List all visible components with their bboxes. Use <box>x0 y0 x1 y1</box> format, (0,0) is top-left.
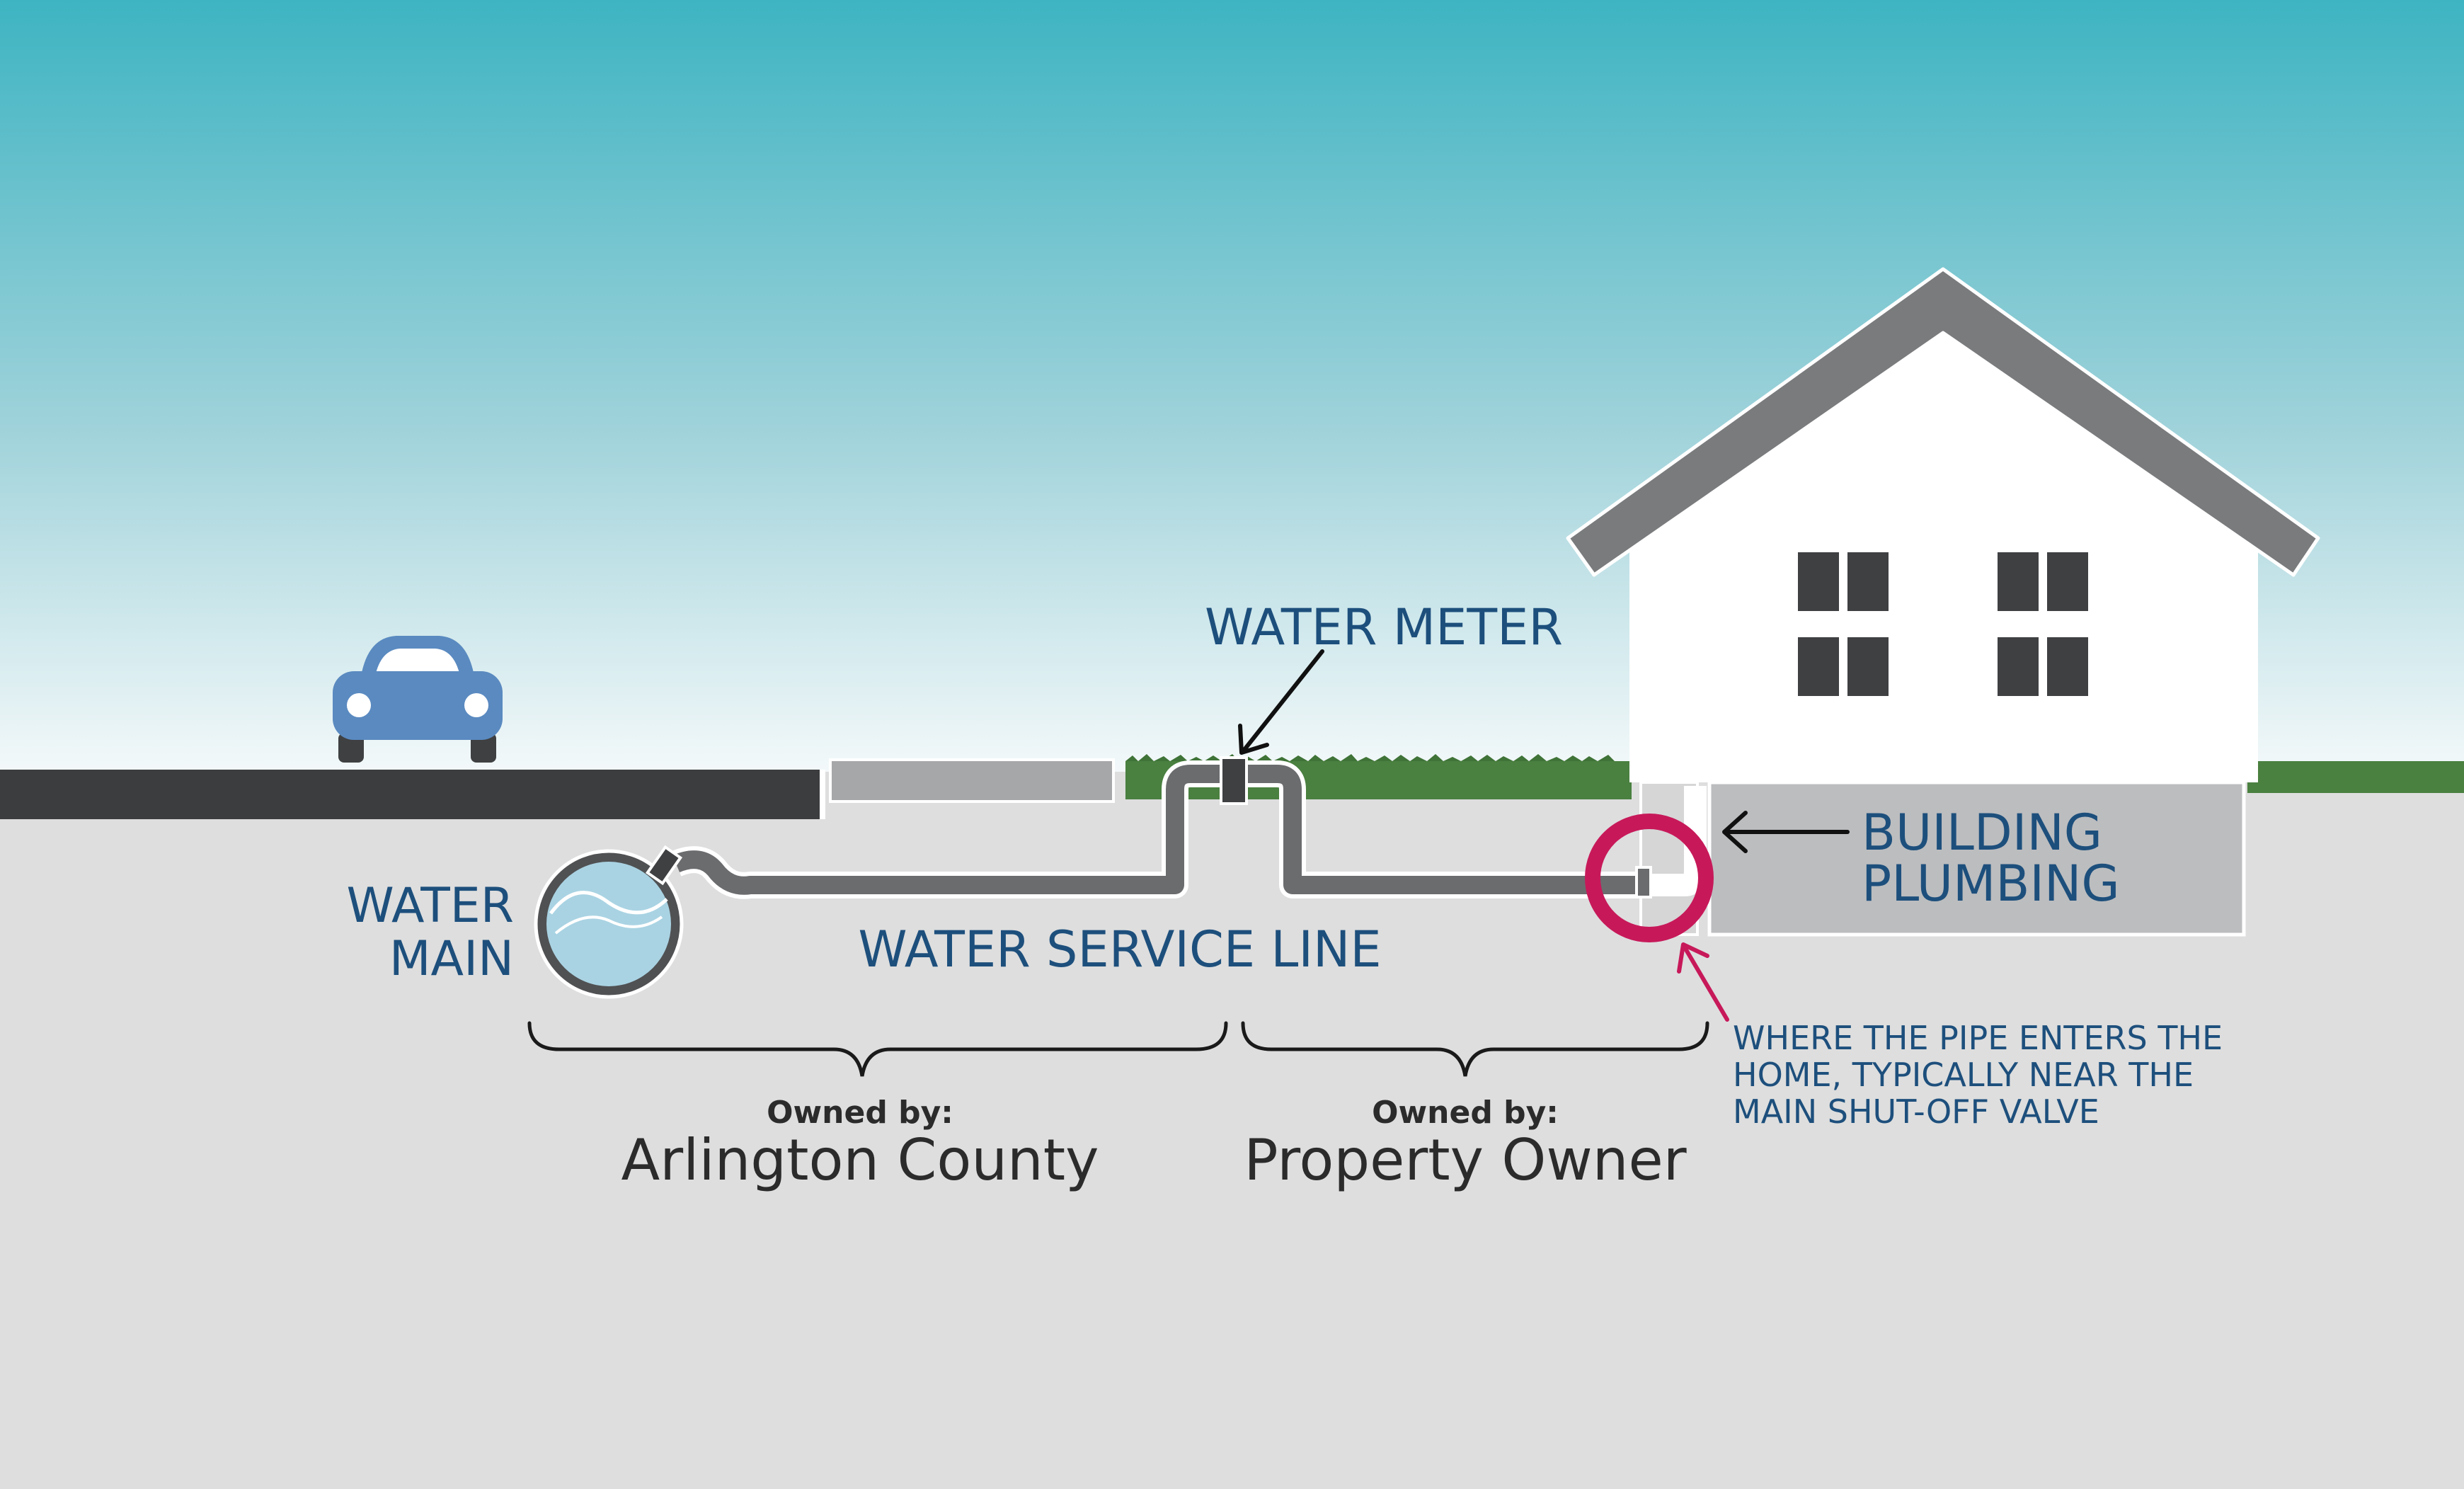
window-right <box>1998 552 2088 696</box>
brace-arlington-county <box>527 1021 1228 1077</box>
pipe-entry-arrow <box>1677 942 1729 1022</box>
pipe-note-line3: MAIN SHUT-OFF VALVE <box>1733 1092 2099 1131</box>
pipe-note-line2: HOME, TYPICALLY NEAR THE <box>1733 1056 2194 1094</box>
water-meter-label: WATER METER <box>1205 598 1563 656</box>
house-body <box>1629 545 2258 782</box>
house-gable <box>1629 312 2258 549</box>
pipe-note-line1: WHERE THE PIPE ENTERS THE <box>1733 1019 2223 1057</box>
water-meter-arrow <box>1238 649 1324 755</box>
road-edge <box>820 770 825 819</box>
water-service-pipe <box>670 760 1707 899</box>
shutoff-valve-icon <box>1635 866 1652 898</box>
water-main-label-line2: MAIN <box>389 931 514 987</box>
building-plumbing-label-line1: BUILDING <box>1862 804 2102 862</box>
owned-by-caption-right: Owned by: <box>1372 1095 1559 1131</box>
water-service-line-label: WATER SERVICE LINE <box>858 920 1381 979</box>
window-left <box>1798 552 1889 696</box>
owner-property-owner: Property Owner <box>1244 1127 1686 1193</box>
owner-arlington-county: Arlington County <box>621 1127 1099 1193</box>
house <box>1566 267 2320 937</box>
roof <box>1566 267 2320 577</box>
car-icon <box>333 636 503 763</box>
brace-property-owner <box>1241 1021 1709 1077</box>
building-plumbing-pipe <box>1648 786 1707 896</box>
building-plumbing-arrow <box>1722 811 1850 853</box>
sidewalk <box>829 758 1115 803</box>
building-plumbing-label-line2: PLUMBING <box>1862 855 2120 913</box>
owned-by-caption-left: Owned by: <box>767 1095 953 1131</box>
road <box>0 770 820 819</box>
water-main-pipe-icon <box>534 845 684 999</box>
pipe-entry-highlight-ring <box>1585 814 1714 942</box>
water-main-label-line1: WATER <box>346 878 514 934</box>
water-meter-icon <box>1220 756 1248 805</box>
basement <box>1707 780 2246 937</box>
